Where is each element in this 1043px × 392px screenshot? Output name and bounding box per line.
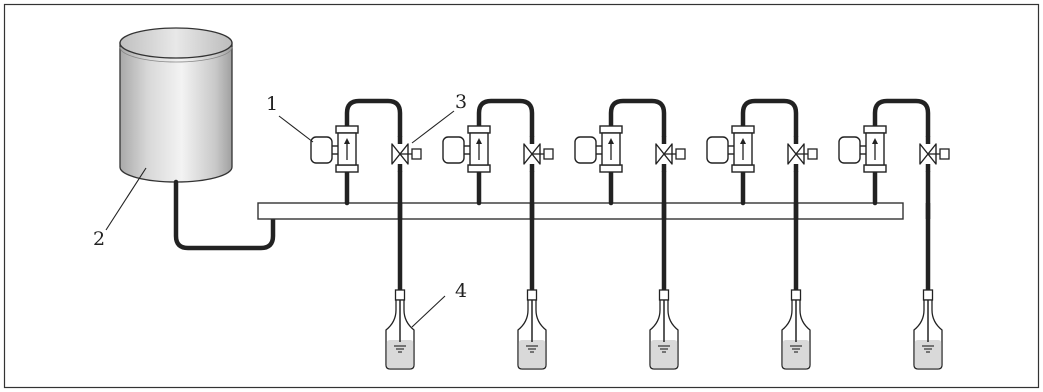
- flow-arrow-icon: [344, 138, 350, 144]
- valve-actuator: [939, 148, 950, 160]
- callout-2: 2: [93, 228, 105, 250]
- transmitter-head: [838, 136, 861, 164]
- filling-line: [574, 98, 686, 370]
- transmitter-head: [706, 136, 729, 164]
- transmitter-head: [442, 136, 465, 164]
- meter-top-flange: [335, 125, 359, 134]
- distribution-manifold: [257, 202, 904, 220]
- bottle-liquid: [386, 340, 414, 369]
- transmitter-head: [310, 136, 333, 164]
- bottle-liquid: [650, 340, 678, 369]
- filling-line: [310, 98, 422, 370]
- flow-arrow-icon: [740, 138, 746, 144]
- callout-3-leader: [411, 110, 455, 144]
- bottle-liquid: [914, 340, 942, 369]
- valve-actuator: [543, 148, 554, 160]
- bottle-cap: [658, 289, 670, 301]
- transmitter-head: [574, 136, 597, 164]
- meter-top-flange: [731, 125, 755, 134]
- filling-line: [442, 98, 554, 370]
- tank-outlet-pipe: [173, 179, 276, 251]
- bottle-liquid: [518, 340, 546, 369]
- arch-pipe: [740, 98, 799, 139]
- flow-arrow-icon: [872, 138, 878, 144]
- callout-2-leader: [105, 167, 147, 231]
- arch-pipe: [608, 98, 667, 139]
- meter-bottom-flange: [335, 164, 359, 173]
- bottle-cap: [526, 289, 538, 301]
- callout-1-leader: [278, 115, 314, 143]
- meter-top-flange: [863, 125, 887, 134]
- arch-pipe: [476, 98, 535, 139]
- meter-top-flange: [599, 125, 623, 134]
- callout-4-leader: [411, 295, 446, 328]
- bottle-cap: [394, 289, 406, 301]
- filling-line: [706, 98, 818, 370]
- meter-bottom-flange: [731, 164, 755, 173]
- bottle-cap: [790, 289, 802, 301]
- meter-bottom-flange: [863, 164, 887, 173]
- meter-bottom-flange: [599, 164, 623, 173]
- callout-1: 1: [266, 93, 278, 115]
- arch-pipe: [344, 98, 403, 139]
- figure-frame: [3, 3, 1040, 389]
- valve-actuator: [807, 148, 818, 160]
- callout-3: 3: [455, 91, 467, 113]
- filling-line: [838, 98, 950, 370]
- callout-4: 4: [455, 280, 467, 302]
- arch-pipe: [872, 98, 931, 139]
- flow-arrow-icon: [608, 138, 614, 144]
- meter-bottom-flange: [467, 164, 491, 173]
- bottle-liquid: [782, 340, 810, 369]
- bottle-cap: [922, 289, 934, 301]
- valve-actuator: [675, 148, 686, 160]
- meter-top-flange: [467, 125, 491, 134]
- valve-actuator: [411, 148, 422, 160]
- supply-tank: [119, 27, 233, 183]
- flow-arrow-icon: [476, 138, 482, 144]
- filling-lines: [310, 98, 950, 370]
